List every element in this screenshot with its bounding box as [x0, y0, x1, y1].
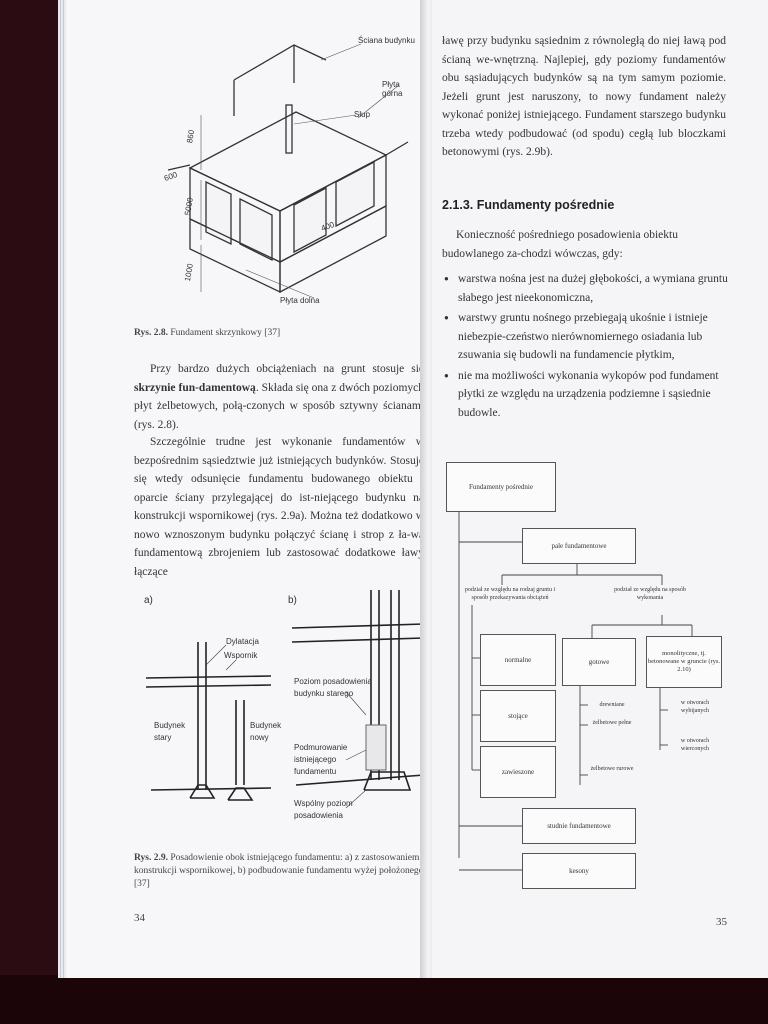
label-poziom-starego: Poziom posadowienia budynku starego [294, 677, 372, 698]
fc-root: Fundamenty pośrednie [446, 462, 556, 512]
fig28-caption: Rys. 2.8. Fundament skrzynkowy [37] [134, 328, 281, 338]
right-page: ławę przy budynku sąsiednim z równoległą… [432, 0, 768, 978]
label-sciana: Ściana budynku [358, 36, 415, 45]
page-number-right: 35 [716, 916, 727, 928]
fc-gotowe: gotowe [562, 638, 636, 686]
label-plyta-dolna: Płyta dolna [280, 296, 320, 305]
fc-stojace: stojące [480, 690, 556, 742]
label-wspolny-poziom: Wspólny poziom posadowienia [294, 799, 353, 820]
intro-text: Konieczność pośredniego posadowienia obi… [442, 229, 678, 260]
label-podmurowanie: Podmurowanie istniejącego fundamentu [294, 743, 348, 776]
fc-kesony: kesony [522, 853, 636, 889]
bullet-2: warstwy gruntu nośnego przebiegają ukośn… [444, 309, 730, 365]
label-plyta-gorna: Płyta górna [382, 80, 403, 98]
box-foundation-drawing [167, 43, 409, 299]
fc-podzial-1: podział ze względu na rodzaj gruntu i sp… [464, 587, 556, 601]
fc-drewniane: drewniane [599, 702, 625, 708]
dark-background [0, 975, 768, 1024]
fc-normalne: normalne [480, 634, 556, 686]
figure-2-8: Ściana budynku Płyta górna Słup Płyta do… [163, 30, 416, 320]
label-budynek-nowy: Budynek nowy [250, 721, 282, 742]
label-slup: Słup [354, 110, 371, 119]
fig29-caption: Rys. 2.9. Posadowienie obok istniejącego… [134, 853, 424, 889]
fc-podzial-2: podział ze względu na sposób wykonania [614, 587, 686, 601]
bullet-1: warstwa nośna jest na dużej głębokości, … [444, 270, 730, 307]
label-wspornik: Wspornik [224, 651, 258, 660]
figure-2-9-drawing [145, 590, 425, 809]
bullet-3: nie ma możliwości wykonania wykopów pod … [444, 367, 730, 423]
fig29b-label: b) [288, 595, 297, 606]
fc-zelbetowe-pelne: żelbetowe pełne [592, 720, 632, 726]
left-page: Ściana budynku Płyta górna Słup Płyta do… [66, 0, 425, 978]
fc-otwory-wierconych: w otworach wierconych [680, 738, 710, 752]
conditions-list: warstwa nośna jest na dużej głębokości, … [444, 270, 730, 424]
para-skrzynie: Przy bardzo dużych obciążeniach na grunt… [134, 363, 425, 431]
section-heading: 2.1.3. Fundamenty pośrednie [442, 198, 615, 212]
book-spine [420, 0, 434, 978]
para-sasiedztwo: Szczególnie trudne jest wykonanie fundam… [134, 436, 424, 578]
fc-studnie: studnie fundamentowe [522, 808, 636, 844]
fc-monolityczne: monolityczne, tj. betonowane w gruncie (… [646, 636, 722, 688]
label-budynek-stary: Budynek stary [154, 721, 186, 742]
page-number-left: 34 [134, 912, 145, 924]
label-dylatacja: Dylatacja [226, 637, 259, 646]
fc-pale: pale fundamentowe [522, 528, 636, 564]
fc-otwory-wybijanych: w otworach wybijanych [680, 700, 710, 714]
fc-zawieszone: zawieszone [480, 746, 556, 798]
para-continuation: ławę przy budynku sąsiednim z równoległą… [442, 35, 726, 158]
fc-zelbetowe-rurowe: żelbetowe rurowe [590, 766, 634, 772]
fig29a-label: a) [144, 595, 153, 606]
